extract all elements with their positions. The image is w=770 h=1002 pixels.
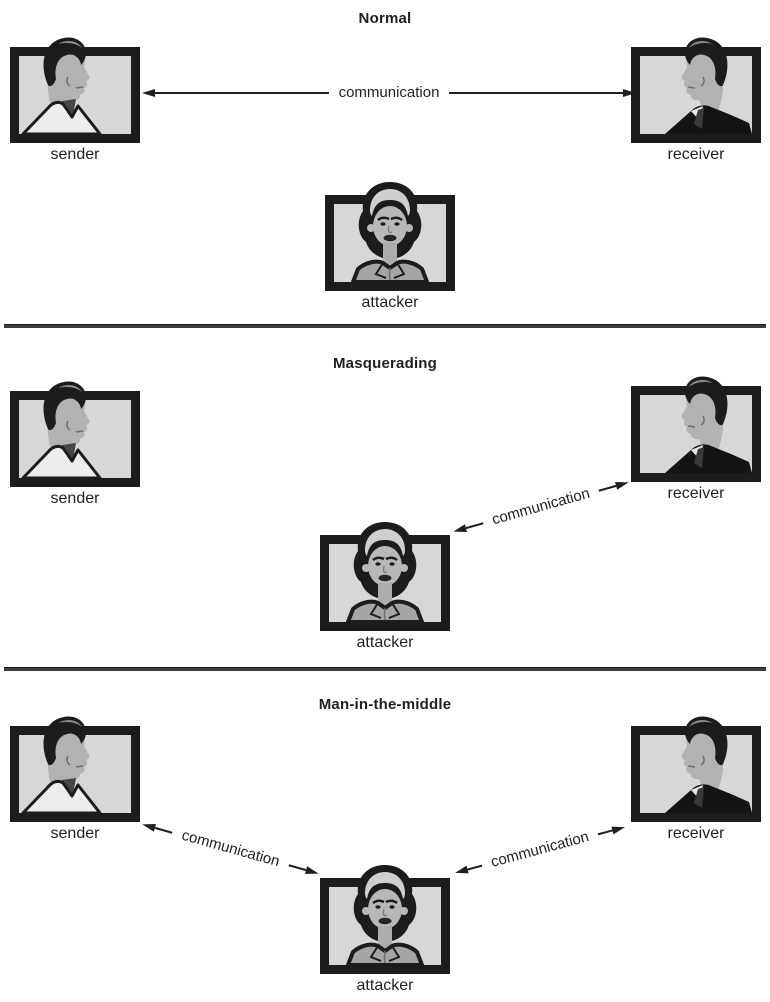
communication-label: communication — [338, 84, 440, 101]
arrowhead-left-icon — [452, 524, 467, 536]
sender-portrait-image — [10, 710, 140, 822]
communication-label: communication — [179, 826, 282, 871]
sender-label: sender — [50, 490, 100, 507]
arrow-shaft — [598, 829, 613, 836]
arrowhead-left-icon — [141, 820, 156, 832]
receiver-portrait-image — [631, 31, 761, 143]
arrowhead-right-icon — [611, 823, 627, 835]
section-title-normal: Normal — [358, 10, 412, 27]
communication-arrow: communication — [453, 818, 628, 881]
arrowhead-left-icon — [453, 865, 469, 877]
attacker-label: attacker — [361, 294, 419, 311]
attacker-label: attacker — [356, 634, 414, 651]
communication-arrow: communication — [142, 84, 637, 102]
sender-label: sender — [50, 825, 100, 842]
arrowhead-left-icon — [142, 89, 155, 97]
arrow-shaft — [155, 92, 329, 94]
receiver-portrait-image — [631, 710, 761, 822]
attacker-portrait-image — [320, 519, 450, 631]
arrowhead-right-icon — [615, 478, 630, 490]
sender-portrait-image — [10, 375, 140, 487]
receiver-label: receiver — [667, 146, 725, 163]
arrow-shaft — [288, 864, 307, 872]
communication-label: communication — [490, 484, 592, 529]
attacker-label: attacker — [356, 977, 414, 994]
arrowhead-right-icon — [305, 866, 320, 878]
receiver-label: receiver — [667, 485, 725, 502]
arrow-shaft — [467, 864, 482, 871]
attacker-portrait-image — [320, 862, 450, 974]
arrow-shaft — [449, 92, 624, 94]
section-divider — [4, 667, 766, 671]
arrowhead-right-icon — [623, 89, 637, 97]
sender-label: sender — [50, 146, 100, 163]
receiver-label: receiver — [667, 825, 725, 842]
communication-arrow: communication — [451, 474, 631, 541]
arrow-shaft — [154, 826, 173, 834]
arrow-shaft — [598, 484, 617, 492]
arrow-shaft — [465, 522, 484, 530]
section-title-man-in-the-middle: Man-in-the-middle — [318, 696, 452, 713]
section-title-masquerading: Masquerading — [332, 355, 438, 372]
communication-arrow: communication — [140, 816, 321, 883]
receiver-portrait-image — [631, 370, 761, 482]
attacker-portrait-image — [325, 179, 455, 291]
sender-portrait-image — [10, 31, 140, 143]
section-divider — [4, 324, 766, 328]
communication-label: communication — [488, 828, 591, 871]
